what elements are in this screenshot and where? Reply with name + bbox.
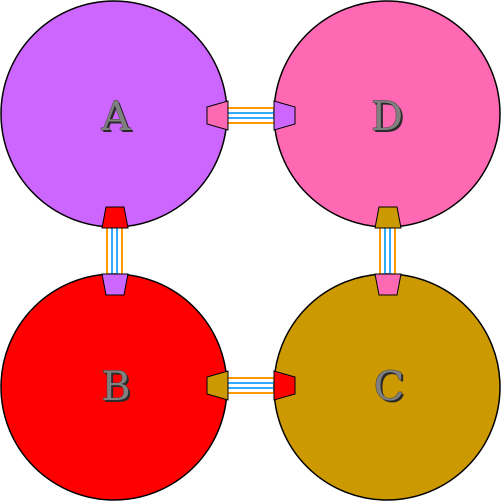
port-c-to-b xyxy=(273,370,296,401)
edge-a-d xyxy=(206,100,296,131)
port-c-to-d xyxy=(374,273,402,296)
port-b-to-a xyxy=(101,273,129,296)
port-a-to-b xyxy=(101,206,129,229)
node-label-d: D xyxy=(371,94,403,140)
svg-text:B: B xyxy=(103,366,132,412)
node-label-c: C xyxy=(374,364,405,410)
svg-text:A: A xyxy=(103,96,134,142)
edge-d-c xyxy=(374,206,402,296)
port-d-to-c xyxy=(374,206,402,229)
port-d-to-a xyxy=(273,100,296,131)
label-b-group: B B xyxy=(101,364,133,412)
label-a-group: A A xyxy=(100,94,134,142)
edge-b-c xyxy=(206,370,296,401)
port-a-to-d xyxy=(206,100,229,131)
port-b-to-c xyxy=(206,370,229,401)
node-label-b: B xyxy=(101,364,130,410)
label-d-group: D D xyxy=(371,94,405,142)
edge-a-b xyxy=(101,206,129,296)
node-label-a: A xyxy=(101,94,132,140)
svg-text:C: C xyxy=(376,366,407,412)
svg-text:D: D xyxy=(373,96,405,142)
label-c-group: C C xyxy=(373,364,407,412)
